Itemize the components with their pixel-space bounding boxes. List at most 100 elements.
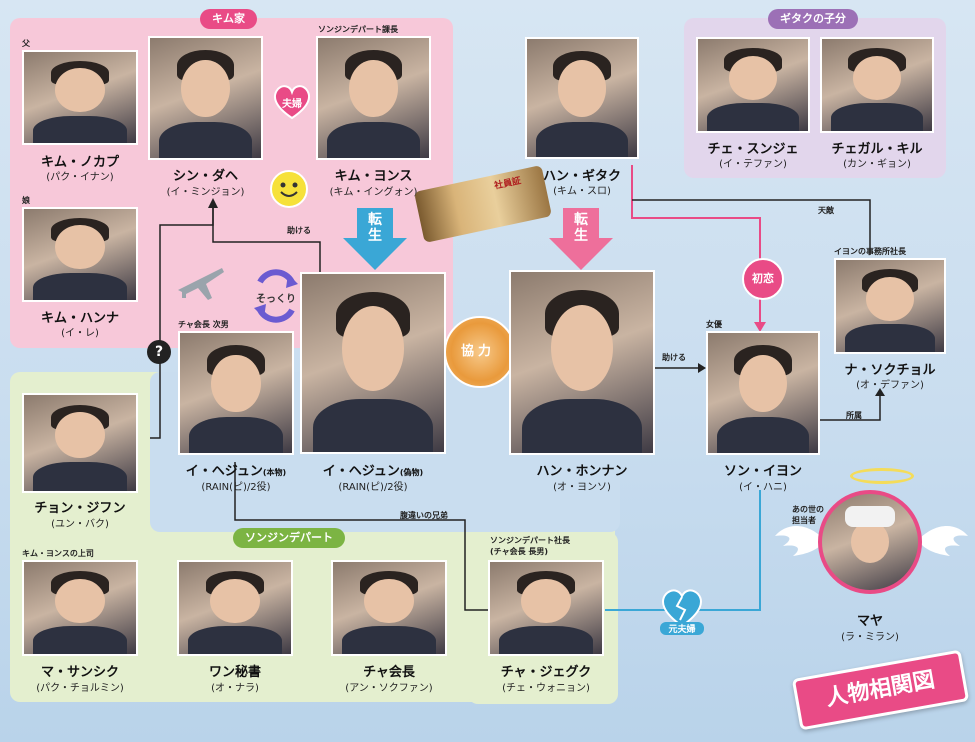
actor-ma-sanshiku: (パク・チョルミン): [36, 683, 124, 694]
actor-lee-hejun-real: (RAIN(ピ)/2役): [201, 482, 271, 493]
name-lee-hejun-fake-suffix: (偽物): [399, 468, 424, 477]
help-arrow-1: [208, 198, 218, 208]
belong-arrow: [875, 388, 885, 396]
role-cha-jeguku-2: (チャ会長 長男): [490, 547, 549, 556]
label-question: ?: [147, 340, 171, 364]
actor-shin-dahe: (イ・ミンジョン): [166, 187, 245, 198]
name-kim-yonsu: キム・ヨンス: [334, 169, 413, 184]
actor-son-iyon: (イ・ハニ): [739, 482, 787, 493]
gitak-henchmen-tag: ギタクの子分: [768, 9, 858, 29]
photo-lee-hejun-real: [178, 331, 294, 455]
belong-line: [820, 393, 881, 421]
smile-icon: [270, 170, 308, 208]
photo-han-honnan: [509, 270, 655, 455]
actor-maya: (ラ・ミラン): [841, 632, 899, 643]
name-chegal-kiru: チェガル・キル: [831, 142, 923, 157]
photo-chon-jifun: [22, 393, 138, 493]
name-kim-nokapu: キム・ノカプ: [40, 155, 119, 170]
name-han-honnan: ハン・ホンナン: [536, 464, 628, 479]
label-fuufu: 夫婦: [282, 99, 302, 110]
role-son-iyon: 女優: [706, 320, 722, 329]
label-hatsukoi: 初恋: [742, 258, 784, 300]
airplane-icon: [176, 262, 226, 302]
name-lee-hejun-fake-main: イ・ヘジュン: [322, 464, 400, 479]
help-line-1: [212, 205, 321, 275]
actor-lee-hejun-fake: (RAIN(ピ)/2役): [338, 482, 408, 493]
actor-kim-yonsu: (キム・イングォン): [329, 187, 418, 198]
name-chon-jifun: チョン・ジフン: [34, 501, 126, 516]
kim-family-tag: キム家: [200, 9, 257, 29]
label-tensei-2: 転生: [574, 212, 588, 244]
label-tenteki: 天敵: [818, 206, 834, 215]
name-han-gitak: ハン・ギタク: [542, 169, 621, 184]
label-tasukeru-2: 助ける: [662, 353, 686, 362]
label-motofuufu: 元夫婦: [660, 622, 704, 635]
photo-kim-yonsu: [316, 36, 431, 160]
label-tensei-1: 転生: [368, 212, 382, 244]
heart-icon: [272, 84, 312, 120]
name-kim-hanna: キム・ハンナ: [40, 311, 119, 326]
label-kyoryoku: 協力: [460, 344, 495, 359]
name-lee-hejun-real-suffix: (本物): [262, 468, 287, 477]
photo-wan-secretary: [177, 560, 293, 656]
name-maya: マヤ: [856, 614, 883, 629]
role-ma-sanshiku: キム・ヨンスの上司: [22, 549, 94, 558]
photo-shin-dahe: [148, 36, 263, 160]
actor-cha-jeguku: (チェ・ウォニョン): [502, 683, 590, 694]
actor-cha-chairman: (アン・ソクファン): [345, 683, 433, 694]
role-maya-2: 担当者: [792, 516, 816, 525]
name-ma-sanshiku: マ・サンシク: [40, 665, 119, 680]
photo-na-sokuchoru: [834, 258, 946, 354]
photo-chegal-kiru: [820, 37, 934, 133]
name-na-sokuchoru: ナ・ソクチョル: [844, 363, 936, 378]
name-cha-jeguku: チャ・ジェグク: [500, 665, 592, 680]
name-lee-hejun-real: イ・ヘジュン(本物): [170, 460, 302, 479]
name-che-sunje: チェ・スンジェ: [707, 142, 799, 157]
name-lee-hejun-real-main: イ・ヘジュン: [185, 464, 263, 479]
label-tasukeru-1: 助ける: [287, 226, 311, 235]
swap-icon: [252, 268, 300, 324]
actor-kim-nokapu: (パク・イナン): [46, 172, 114, 183]
photo-maya: [818, 490, 922, 594]
photo-che-sunje: [696, 37, 810, 133]
tensei-arrow-1: [343, 208, 407, 270]
first-love-arrow: [754, 322, 766, 332]
actor-chegal-kiru: (カン・ギョン): [843, 159, 911, 170]
name-shin-dahe: シン・ダヘ: [172, 169, 238, 184]
photo-han-gitak: [525, 37, 639, 159]
wing-right-icon: [918, 520, 968, 560]
actor-wan-secretary: (オ・ナラ): [211, 683, 259, 694]
photo-cha-chairman: [331, 560, 447, 656]
role-maya-1: あの世の: [792, 505, 824, 514]
broken-heart-icon: [660, 588, 704, 628]
wing-left-icon: [775, 520, 825, 560]
actor-kim-hanna: (イ・レ): [61, 328, 99, 339]
sonjin-dept-tag: ソンジンデパート: [233, 528, 345, 548]
role-daughter: 娘: [22, 196, 30, 205]
label-haraigai: 腹違いの兄弟: [400, 511, 448, 520]
label-sokkuri: そっくり: [256, 294, 296, 305]
actor-han-honnan: (オ・ヨンソ): [553, 482, 611, 493]
name-wan-secretary: ワン秘書: [208, 665, 261, 680]
actor-na-sokuchoru: (オ・デファン): [856, 380, 924, 391]
actor-che-sunje: (イ・テファン): [719, 159, 787, 170]
photo-cha-jeguku: [488, 560, 604, 656]
name-lee-hejun-fake: イ・ヘジュン(偽物): [300, 460, 446, 479]
name-son-iyon: ソン・イヨン: [723, 464, 802, 479]
photo-kim-hanna: [22, 207, 138, 302]
actor-chon-jifun: (ユン・バク): [51, 519, 109, 530]
halo-icon: [850, 468, 914, 484]
actor-han-gitak: (キム・スロ): [553, 186, 611, 197]
role-cha-jeguku-1: ソンジンデパート社長: [490, 536, 570, 545]
photo-kim-nokapu: [22, 50, 138, 145]
photo-lee-hejun-fake: [300, 272, 446, 454]
photo-ma-sanshiku: [22, 560, 138, 656]
role-na-sokuchoru: イヨンの事務所社長: [834, 247, 906, 256]
role-father: 父: [22, 39, 30, 48]
photo-son-iyon: [706, 331, 820, 455]
label-shozoku: 所属: [846, 411, 862, 420]
role-lee-hejun-real: チャ会長 次男: [178, 320, 229, 329]
nemesis-line: [632, 199, 871, 255]
help-arrow-2: [698, 363, 706, 373]
question-line: [150, 205, 214, 439]
